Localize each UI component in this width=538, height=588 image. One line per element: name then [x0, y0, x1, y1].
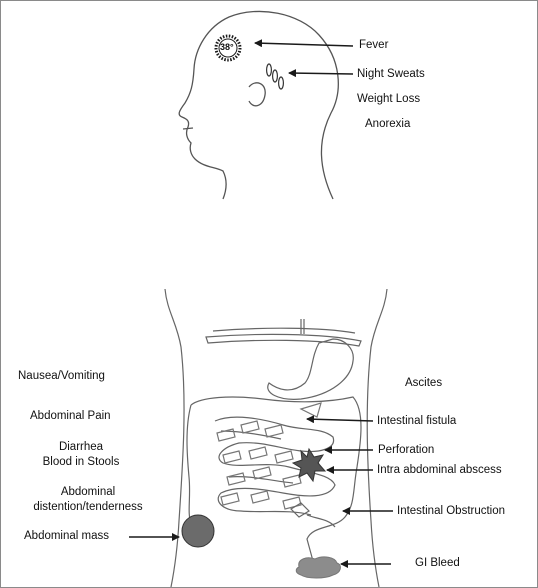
perforation-label: Perforation [378, 444, 435, 456]
gi-bleed-label: GI Bleed [415, 557, 460, 569]
abdominal-mass-icon [181, 514, 215, 548]
intestine-folds [216, 402, 322, 510]
sternum [300, 319, 305, 334]
fistula-arrow [306, 415, 374, 424]
abscess-label: Intra abdominal abscess [377, 464, 502, 476]
gi-bleed-icon [295, 556, 341, 579]
ear-outline [248, 82, 266, 107]
fever-label: Fever [359, 39, 389, 51]
ascites-label: Ascites [405, 377, 443, 389]
abdominal-mass-label: Abdominal mass [24, 530, 110, 542]
obstruction-label: Intestinal Obstruction [397, 505, 506, 517]
intestinal-fistula-label: Intestinal fistula [377, 415, 457, 427]
fever-arrow [254, 39, 354, 48]
sweat-drops-icon [266, 63, 285, 90]
torso-figure [164, 288, 388, 587]
bowel-segment [290, 502, 336, 528]
head-figure [178, 10, 339, 200]
rib-line [212, 327, 356, 334]
distention-label-line2: distention/tenderness [33, 501, 143, 513]
abdominal-pain-label: Abdominal Pain [30, 410, 111, 422]
abscess-icon [291, 447, 327, 483]
head-outline [178, 10, 339, 200]
diarrhea-label: Diarrhea [58, 441, 104, 453]
distention-label-line1: Abdominal [60, 486, 116, 498]
anorexia-label: Anorexia [365, 118, 411, 130]
mouth-line [182, 127, 194, 130]
night-sweats-arrow [288, 69, 354, 78]
diaphragm [205, 333, 362, 347]
fever-sun-icon [214, 34, 242, 62]
temperature-label: 38° [220, 42, 234, 52]
stomach-outline [267, 338, 354, 400]
weight-loss-label: Weight Loss [357, 93, 421, 105]
blood-in-stools-label: Blood in Stools [42, 456, 120, 468]
left-torso-outline [164, 288, 185, 587]
right-torso-outline [366, 288, 388, 587]
nausea-label: Nausea/Vomiting [18, 370, 105, 382]
colon-outline [186, 396, 362, 562]
night-sweats-label: Night Sweats [357, 68, 425, 80]
